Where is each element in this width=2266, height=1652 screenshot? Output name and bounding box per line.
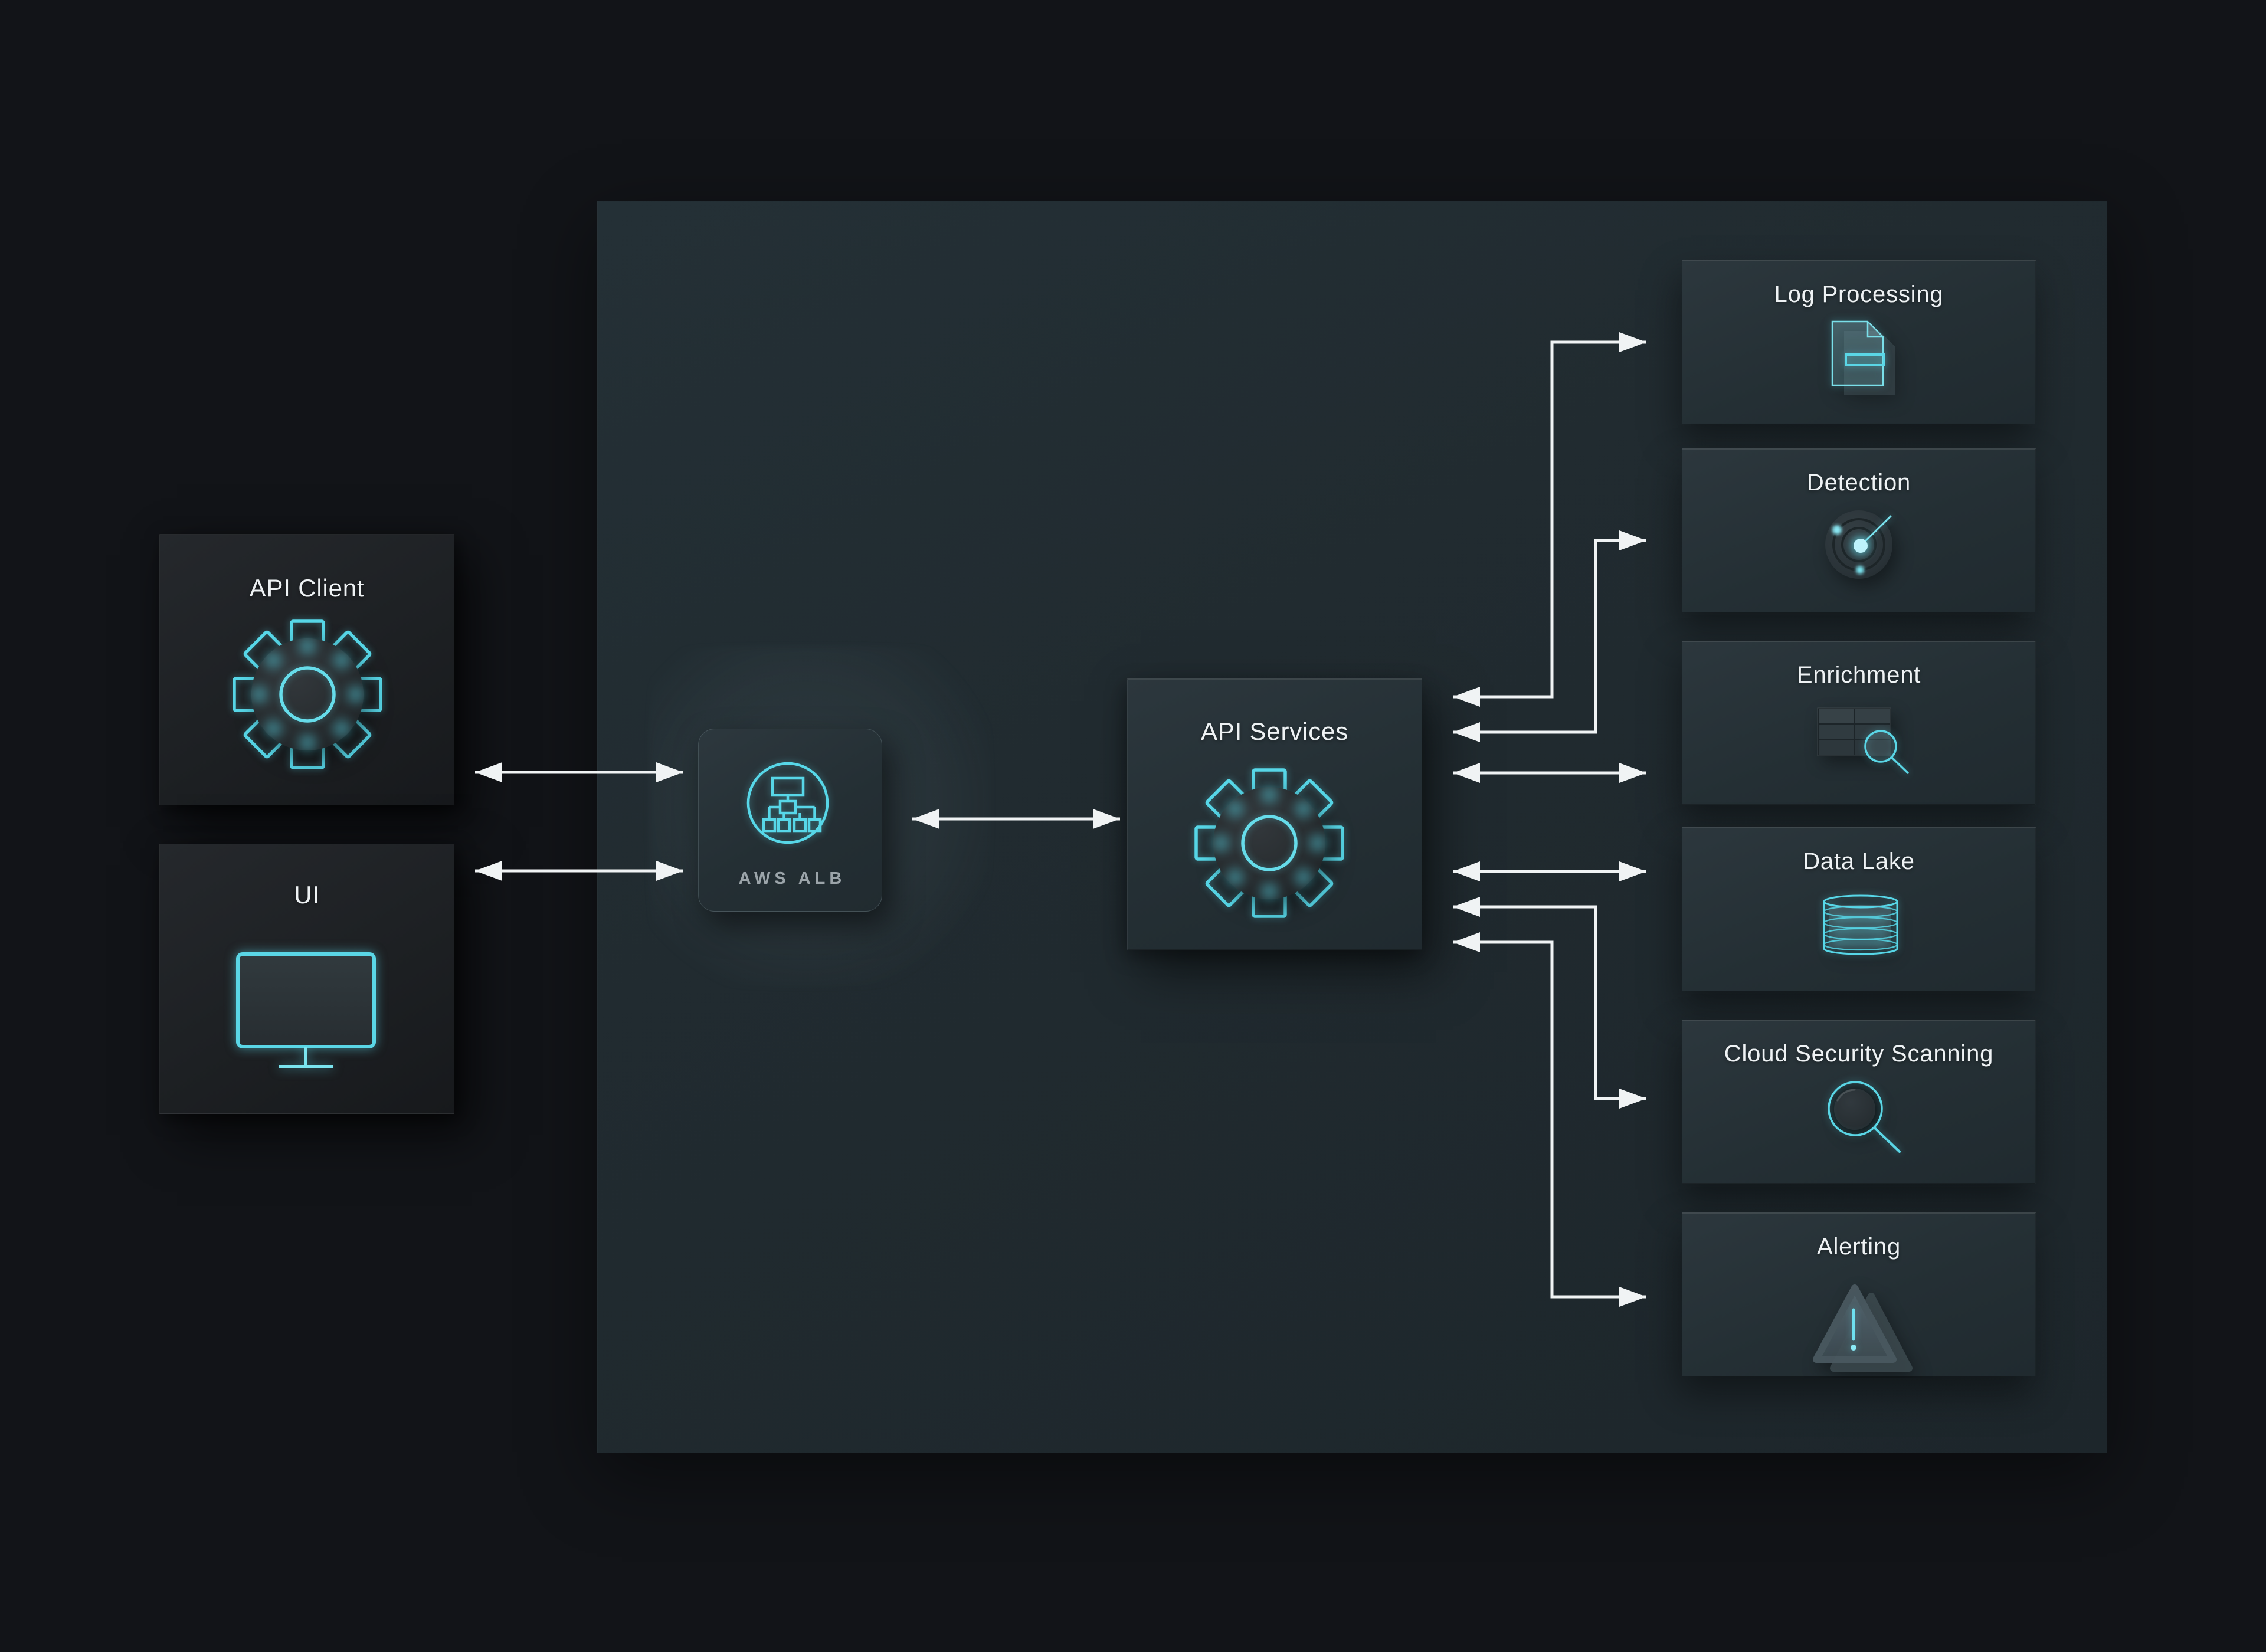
node-alerting: Alerting — [1682, 1212, 2036, 1376]
warning-triangle-icon — [1813, 1284, 1913, 1372]
monitor-icon — [236, 952, 376, 1068]
radar-icon — [1825, 510, 1892, 579]
detection-label: Detection — [1806, 470, 1911, 496]
log-processing-label: Log Processing — [1774, 281, 1944, 307]
database-cylinder-icon — [1823, 894, 1898, 955]
enrichment-label: Enrichment — [1796, 662, 1921, 688]
node-api-services: API Services — [1127, 678, 1422, 950]
gear-icon — [1128, 680, 1423, 951]
node-ui: UI — [159, 844, 454, 1114]
magnifier-icon — [1828, 1081, 1901, 1153]
api-client-label: API Client — [249, 574, 365, 602]
node-aws-alb: AWS ALB — [698, 729, 882, 912]
node-log-processing: Log Processing — [1682, 260, 2036, 424]
ui-label: UI — [294, 881, 320, 909]
node-data-lake: Data Lake — [1682, 827, 2036, 991]
api-services-label: API Services — [1200, 717, 1348, 745]
table-search-icon — [1817, 707, 1909, 774]
load-balancer-icon — [746, 762, 829, 844]
node-api-client: API Client — [159, 534, 454, 805]
alerting-label: Alerting — [1816, 1234, 1901, 1260]
gear-icon — [160, 535, 455, 806]
node-cloud-security-scanning: Cloud Security Scanning — [1682, 1020, 2036, 1184]
node-enrichment: Enrichment — [1682, 641, 2036, 805]
node-detection: Detection — [1682, 448, 2036, 612]
cloud-security-scanning-label: Cloud Security Scanning — [1724, 1041, 1994, 1067]
document-icon — [1831, 320, 1895, 395]
aws-alb-label: AWS ALB — [738, 869, 846, 888]
data-lake-label: Data Lake — [1803, 848, 1915, 874]
